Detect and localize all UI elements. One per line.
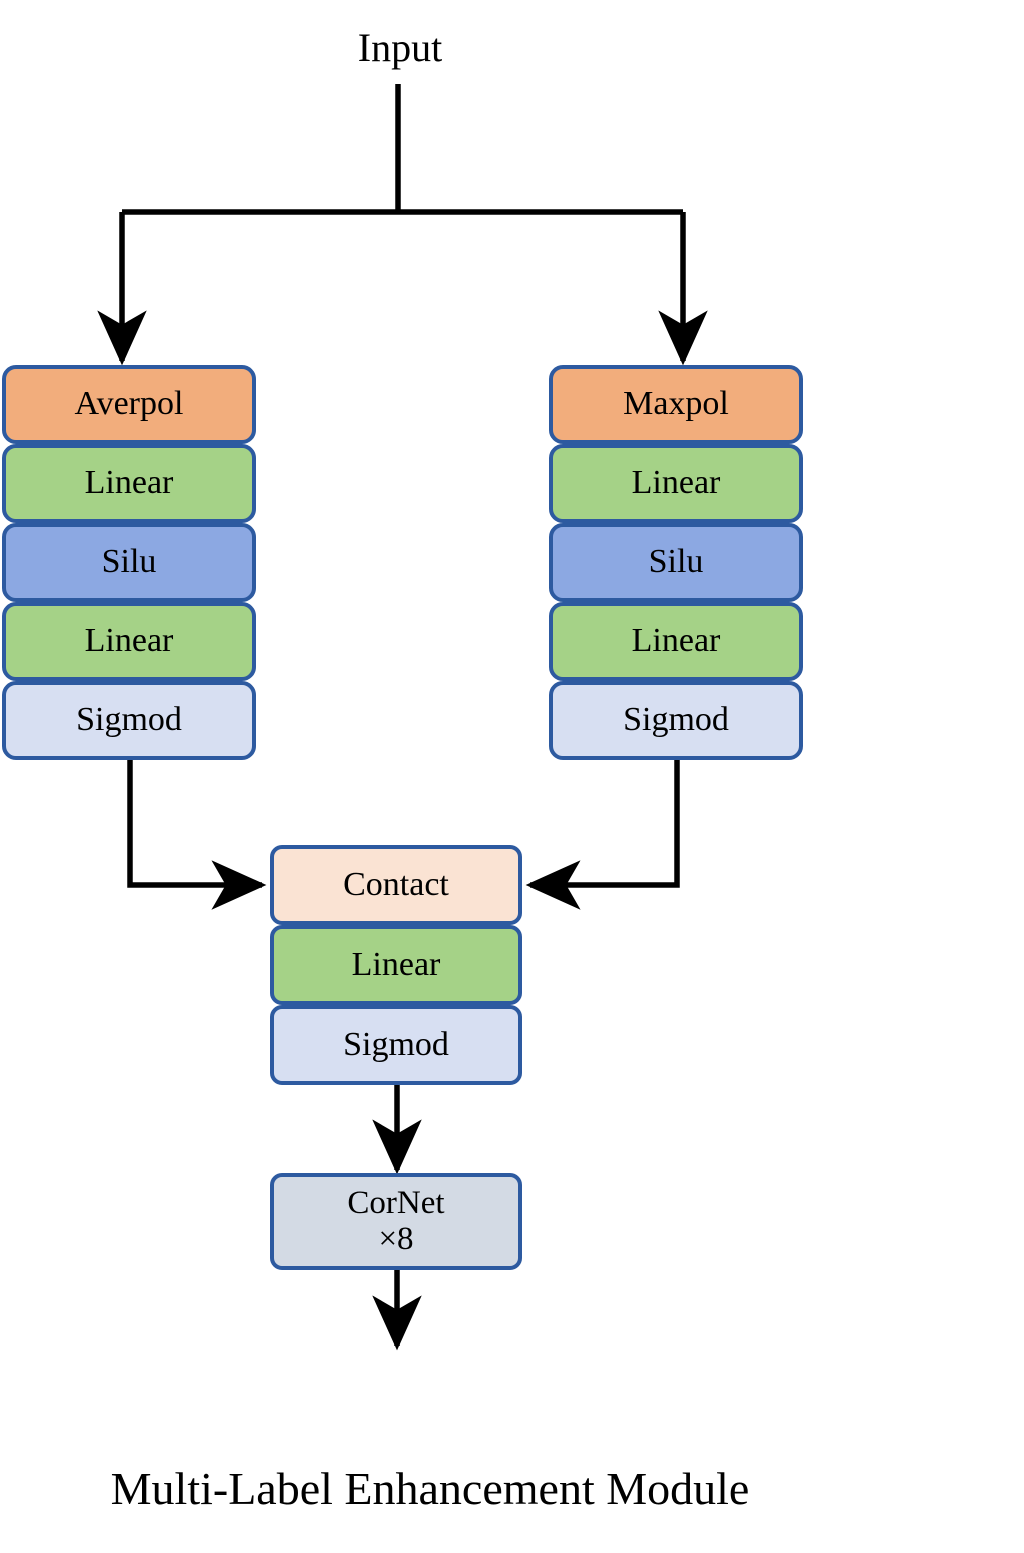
diagram-caption: Multi-Label Enhancement Module xyxy=(110,1463,750,1514)
node-label: Maxpol xyxy=(623,385,729,423)
node-right-linear-1[interactable]: Linear xyxy=(549,444,803,523)
cornet-label: CorNet xyxy=(347,1184,445,1221)
node-right-linear-2[interactable]: Linear xyxy=(549,602,803,681)
node-left-sigmod[interactable]: Sigmod xyxy=(2,681,256,760)
node-cornet[interactable]: CorNet ×8 xyxy=(270,1173,522,1270)
node-label: Sigmod xyxy=(76,701,182,739)
node-label: Contact xyxy=(343,865,449,903)
left-sigmod-to-contact-arrow xyxy=(127,760,267,910)
right-sigmod-to-contact-arrow xyxy=(525,760,680,910)
node-maxpol[interactable]: Maxpol xyxy=(549,365,803,444)
node-label: Sigmod xyxy=(623,701,729,739)
node-left-linear-1[interactable]: Linear xyxy=(2,444,256,523)
node-label: Averpol xyxy=(74,385,184,423)
node-label: Linear xyxy=(84,464,174,502)
node-merge-sigmod[interactable]: Sigmod xyxy=(270,1005,522,1085)
node-label: Linear xyxy=(351,945,441,983)
node-label: Silu xyxy=(648,543,704,581)
node-right-sigmod[interactable]: Sigmod xyxy=(549,681,803,760)
node-label: Linear xyxy=(631,464,721,502)
cornet-repeat-label: ×8 xyxy=(378,1220,414,1257)
node-label: Linear xyxy=(631,622,721,660)
node-label: Linear xyxy=(84,622,174,660)
input-label: Input xyxy=(357,25,443,70)
node-left-linear-2[interactable]: Linear xyxy=(2,602,256,681)
node-right-silu[interactable]: Silu xyxy=(549,523,803,602)
node-merge-linear[interactable]: Linear xyxy=(270,925,522,1005)
node-contact[interactable]: Contact xyxy=(270,845,522,925)
node-averpol[interactable]: Averpol xyxy=(2,365,256,444)
node-label: Silu xyxy=(101,543,157,581)
node-left-silu[interactable]: Silu xyxy=(2,523,256,602)
node-label: Sigmod xyxy=(343,1025,449,1063)
